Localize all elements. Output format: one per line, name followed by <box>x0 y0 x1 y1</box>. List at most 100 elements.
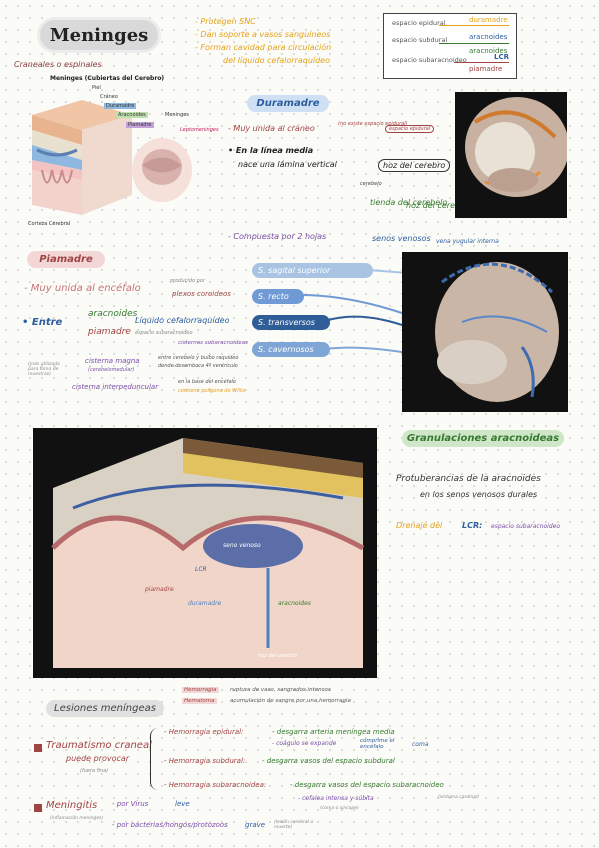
lcr-label: Líquido cefalorraquídeo <box>135 316 230 325</box>
dura-item: senos venosos <box>372 234 431 243</box>
drain-to: espacio subaracnoideo <box>491 523 561 530</box>
label-piel: Piel <box>92 85 101 91</box>
label-craneo: Cráneo <box>100 94 118 100</box>
page-title: Meninges <box>40 20 158 50</box>
divider <box>454 62 509 63</box>
sinus-transversos: S. transversos <box>252 315 330 330</box>
trauma-label: Traumatismo craneal <box>46 740 152 751</box>
hem-desc: - desgarra vasos del espacio subaracnoid… <box>290 781 444 789</box>
hem-note: (coma o sincope) <box>320 806 359 811</box>
pia-note: donde desemboca 4º ventrículo <box>158 363 238 369</box>
bact-res: grave <box>245 821 266 829</box>
sinus-illustration <box>435 262 559 402</box>
virus-label: - por Virus <box>112 800 149 808</box>
legend-extra: LCR <box>494 53 509 61</box>
hoz-cerebro: hoz del cerebro <box>378 159 451 172</box>
sinus-recto: S. recto <box>252 289 304 304</box>
label-seno-venoso: seno venoso <box>223 542 261 549</box>
legend-layer: piamadre <box>469 65 503 73</box>
sinus-connectors <box>300 269 409 354</box>
hem-end: coma <box>412 741 429 748</box>
bullet-icon <box>34 744 42 752</box>
pia-item: - Muy unida al encéfalo <box>24 283 141 294</box>
sinus-sagital: S. sagital superior <box>252 263 373 278</box>
sinus-cavernosos: S. cavernosos <box>252 342 330 357</box>
legend-layer: aracnoides <box>469 47 508 55</box>
legend-layer: duramadre <box>469 16 508 24</box>
pia-note: (más utilizada para toma de muestras) <box>28 362 60 377</box>
label-aracnoides: Aracnoides <box>116 112 148 118</box>
dura-item: - Compuesta por 2 hojas <box>228 232 327 241</box>
hoz-cerebelo: hoz del cerebelo <box>406 201 473 210</box>
hem-subdural: - Hemorragia subdural: <box>164 757 246 765</box>
pia-note: en la base del encéfalo <box>178 379 236 385</box>
function-item: del líquido cefalorraquídeo <box>223 56 330 65</box>
trauma-note: (fuera fina) <box>80 768 109 774</box>
granulaciones-header: Granulaciones aracnoideas <box>402 430 564 447</box>
figure-title: Meninges (Cubiertas del Cerebro) <box>50 75 165 82</box>
legend-tag: Hemorragia <box>182 687 219 693</box>
dura-illustration <box>465 97 567 197</box>
cisterna-interpeduncular: cisterna interpeduncular <box>72 383 159 391</box>
legend-space: espacio subdural <box>392 36 448 44</box>
function-item: - Dan soporte a vasos sanguíneos <box>195 30 331 39</box>
dura-note: espacio epidural <box>385 125 435 133</box>
legend-layer: aracnoides <box>469 33 508 41</box>
aracnoides-label: aracnoides <box>88 309 138 319</box>
bullet-icon <box>34 804 42 812</box>
label-aracnoides: aracnoides <box>278 600 311 607</box>
dura-note: (no existe espacio epidural) <box>338 121 408 127</box>
trauma-sub: puede provocar <box>66 754 130 763</box>
hem-result: comprime el encéfalo <box>360 738 395 750</box>
cisterna-magna: cisterna magna <box>85 357 140 365</box>
hem-subaracnoidea: - Hemorragia subaracnoidea: <box>164 781 267 789</box>
pia-item: espacio subaracnoideo <box>135 330 193 336</box>
dura-item: - Muy unida al cráneo <box>228 124 315 133</box>
legend-desc: acumulación de sangre por una hemorragia <box>230 698 351 704</box>
pia-note: contiene polígono de Willis <box>178 388 246 394</box>
subtitle: Craneales o espinales <box>14 60 102 69</box>
function-item: - Forman cavidad para circulación <box>195 43 332 52</box>
dura-image <box>455 92 567 218</box>
pia-note: producido por <box>170 278 205 284</box>
function-item: - Protegen SNC <box>195 17 256 26</box>
spaces-legend: espacio epidural duramadre espacio subdu… <box>383 13 517 79</box>
bact-label: - por bacterias/hongos/protozoos <box>112 821 228 829</box>
dura-item: nace una lámina vertical <box>238 160 337 169</box>
hem-desc: - cefalea intensa y súbita <box>298 795 374 802</box>
divider <box>439 25 509 26</box>
label-duramadre: Duramadre <box>104 103 137 109</box>
drain-label: Drenaje del <box>396 521 443 530</box>
hem-desc: - desgarra vasos del espacio subdural <box>262 757 395 765</box>
granulations-figure: seno venoso LCR duramadre aracnoides pia… <box>33 428 377 678</box>
cisternas-label: cisternas subaracnoideas <box>178 340 249 346</box>
label-lcr: LCR <box>195 566 207 573</box>
pia-note: entre cerebelo y bulbo raquídeo <box>158 355 239 361</box>
hem-epidural: - Hemorragia epidural: <box>164 728 244 736</box>
divider <box>439 43 509 44</box>
brace <box>150 728 159 790</box>
meningitis-label: Meningitis <box>46 800 98 811</box>
legend-space: espacio subaracnoideo <box>392 56 467 64</box>
dura-note: cerebelo <box>360 181 382 187</box>
bact-note: (lesión cerebral o muerte) <box>274 820 314 830</box>
drain-lcr: LCR: <box>462 521 483 530</box>
label-duramadre: duramadre <box>188 600 222 607</box>
label-meninges: Meninges <box>165 112 189 118</box>
dura-item: • En la línea media <box>228 146 314 155</box>
dura-item: vena yugular interna <box>436 238 499 245</box>
duramadre-header: Duramadre <box>247 95 329 112</box>
legend-desc: ruptura de vaso, sangrados intensos <box>230 687 331 693</box>
granulations-illustration <box>51 438 365 668</box>
plexos: plexos coroideos <box>172 290 231 298</box>
tienda-cerebelo: tienda del cerebelo <box>370 198 448 207</box>
label-hoz: hoz del cerebro <box>258 653 297 659</box>
pia-item: • Entre <box>22 317 63 328</box>
legend-tag: Hematoma <box>182 698 217 704</box>
meninges-figure: Meninges (Cubiertas del Cerebro) Piel Cr… <box>22 75 219 230</box>
hem-note: (síntoma cardinal) <box>438 795 480 800</box>
lesiones-header: Lesiones meníngeas <box>46 700 164 717</box>
leptomeninges-note: Leptomeninges <box>180 127 219 133</box>
legend-space: espacio epidural <box>392 19 446 27</box>
gran-line1: Protuberancias de la aracnoides <box>396 474 541 484</box>
